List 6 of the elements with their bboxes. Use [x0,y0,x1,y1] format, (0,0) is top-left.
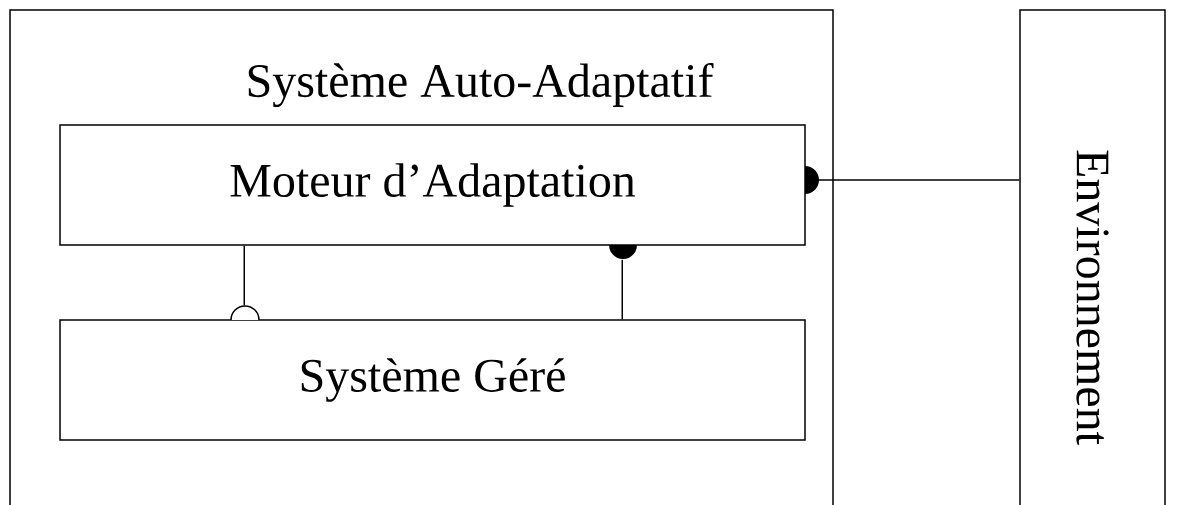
environment-box: Environnement [1019,9,1166,505]
connector [805,166,1020,194]
component-box: Système Géré [59,319,806,441]
connector [609,245,637,320]
connector [230,245,260,321]
component-box: Moteur d’Adaptation [59,124,806,246]
